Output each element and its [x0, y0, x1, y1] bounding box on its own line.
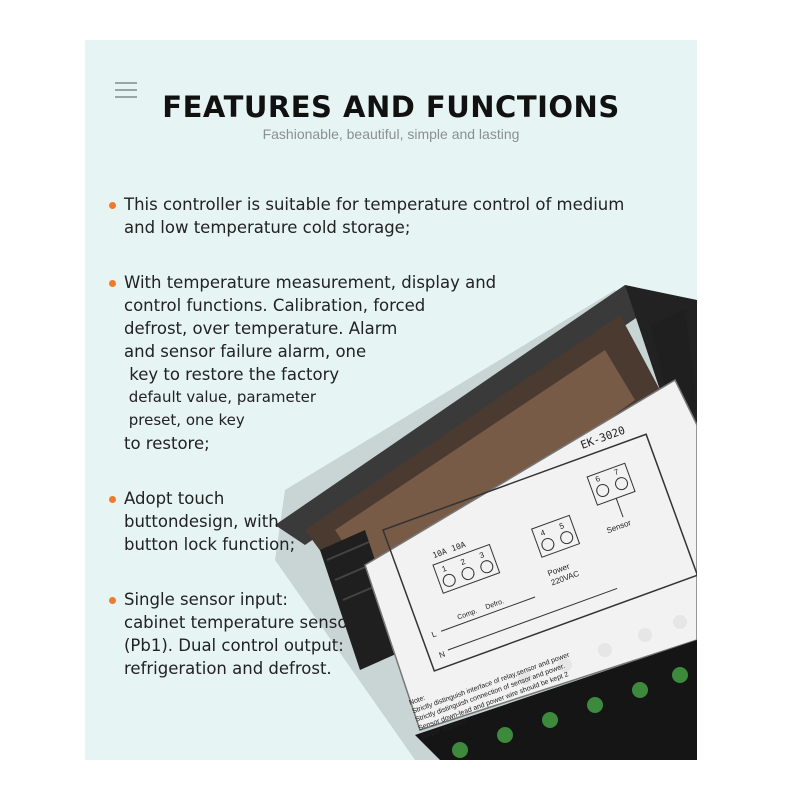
- svg-text:2: 2: [459, 557, 467, 567]
- svg-text:1: 1: [441, 564, 449, 574]
- svg-text:3: 3: [478, 550, 486, 560]
- menu-icon[interactable]: [115, 82, 137, 98]
- feature-card: FEATURES AND FUNCTIONS Fashionable, beau…: [85, 40, 697, 760]
- feature-item-2: With temperature measurement, display an…: [109, 271, 496, 455]
- svg-text:4: 4: [539, 528, 547, 538]
- controller-device-image: EK-3020 10A 10A 1 2 3 4 5 Power 220VAC 6…: [275, 285, 697, 760]
- svg-text:L: L: [430, 629, 438, 639]
- svg-text:7: 7: [613, 467, 621, 477]
- svg-text:5: 5: [558, 521, 566, 531]
- svg-text:6: 6: [594, 474, 602, 484]
- bullet-dot-icon: [109, 496, 116, 503]
- bullet-dot-icon: [109, 202, 116, 209]
- feature-item-1: This controller is suitable for temperat…: [109, 193, 624, 239]
- bullet-dot-icon: [109, 597, 116, 604]
- page-title: FEATURES AND FUNCTIONS: [162, 90, 620, 124]
- svg-text:N: N: [438, 650, 447, 661]
- feature-item-4: Single sensor input: cabinet temperature…: [109, 588, 354, 680]
- bullet-dot-icon: [109, 280, 116, 287]
- page-subtitle: Fashionable, beautiful, simple and lasti…: [262, 126, 520, 142]
- feature-item-3: Adopt touch buttondesign, with button lo…: [109, 487, 295, 556]
